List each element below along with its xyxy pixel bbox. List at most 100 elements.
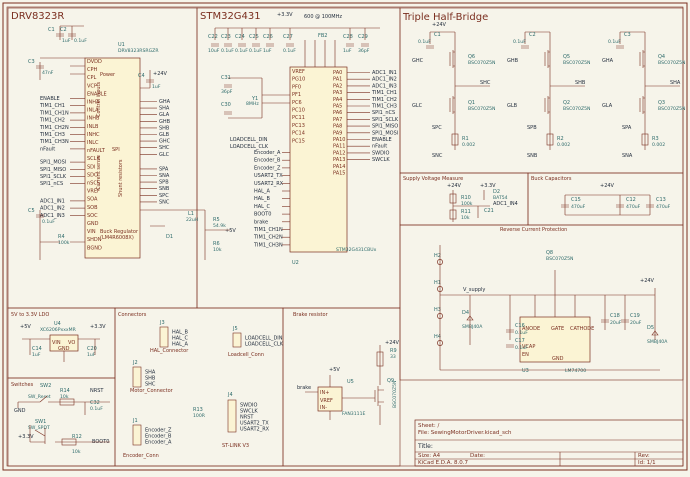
bridge-low-fet-val-0: BSC070Z5N [468, 106, 495, 112]
tb-tool: KiCad E.D.A. 8.0.7 [418, 460, 468, 466]
supply-r10: R10 [461, 195, 471, 201]
buck-cap-1 [616, 204, 624, 208]
rev-pin-gate: GATE [551, 326, 564, 332]
drv-buck-val: (LM4R6008X) [100, 235, 134, 241]
connectors-block: HAL_Connector J3 Loadcell_Conn J5 Motor_… [123, 320, 284, 459]
rev-pin-cathode: CATHODE [570, 326, 594, 332]
stm-cap-1 [224, 43, 232, 47]
drv-cap-ref-3: C4 [138, 73, 145, 79]
stm-left-net-18: BOOT0 [254, 212, 271, 218]
rev-cap-val-1: 0.1uF [515, 345, 528, 351]
drv-output-3: GHB [159, 119, 171, 125]
title-ldo: 5V to 3.3V LDO [11, 312, 49, 318]
stm-left-net-10: Encoder_A [254, 150, 281, 156]
half-bridge-block: +24V C10.1uFQ6BSC070Z5NGHCQ1BSC070Z5NGLC… [412, 22, 685, 159]
drv-pin-5: INHA [87, 100, 100, 106]
bridge-high-fet-val-2: BSC070Z5N [658, 60, 685, 66]
brake-r9: R9 [390, 348, 397, 354]
drv-l1-val: 22uH [186, 217, 198, 223]
rev-ic-ref: U3 [522, 368, 529, 374]
stm-right-net-8: SPI1_MISO [372, 124, 398, 130]
tb-size: Size: A4 [418, 453, 441, 459]
stm-pin-4: PA4 [333, 97, 342, 103]
bridge-low-fet-ref-1: Q2 [563, 100, 570, 106]
drv-cap-val-0: 1uF [62, 38, 71, 44]
c32-val: 0.1uF [90, 406, 103, 412]
supply-d2: D2 [493, 189, 500, 195]
bridge-sn-2: SNA [622, 153, 633, 159]
drv8323-ref: U1 [118, 42, 125, 48]
stm32-supply: +3.3V [277, 12, 293, 18]
stm-cap-ref-9: C30 [221, 102, 231, 108]
tb-id: Id: 1/1 [638, 460, 656, 466]
drv-fivev: +5V [225, 228, 236, 234]
bridge-shunt-ref-2: R3 [652, 136, 659, 142]
ldo-block: U4 XC6206PxxxMR VIN VO GND +5V +3.3V C14… [20, 321, 106, 362]
drv-pin-7: INHB [87, 116, 100, 122]
rev-vplus: +24V [640, 278, 655, 284]
stm-cap-ref-1: C23 [221, 34, 231, 40]
stm-right-net-3: TIM1_CH1 [371, 90, 397, 96]
bridge-sp-1: SPB [527, 125, 537, 131]
conn-encoder-net-1: Encoder_B [145, 434, 172, 440]
drv8323-ic-body [84, 57, 141, 259]
bridge-low-fet-2 [639, 96, 645, 114]
drv-d1: D1 [166, 234, 173, 240]
stm-cap-val-7: 36pF [358, 48, 370, 54]
title-stm: STM32G431 [200, 11, 261, 22]
brake-pin-inp: IN+ [320, 390, 329, 396]
stm-cap-ref-6: C28 [343, 34, 353, 40]
drv-pin-2: CPL [87, 75, 97, 81]
stm-left-net-16: HAL_B [254, 196, 270, 202]
r12-val: 10k [72, 449, 81, 455]
stm-pin-14: PA14 [333, 164, 345, 170]
bridge-gate-hi-2: GHA [602, 58, 614, 64]
stm-cap-ref-4: C26 [263, 34, 273, 40]
frame-brake [282, 307, 401, 467]
rev-diode-val-1: SMBJ40A [647, 339, 668, 345]
stm-pin-0: PA0 [333, 70, 342, 76]
stm32-osc: 600 @ 100MHz [304, 14, 342, 20]
stm-left-net-1: PG10 [292, 77, 305, 83]
supply-measure-block: +24V +3.3V R10 100k R11 10k D2 BAT54 C21… [447, 183, 518, 222]
ldo-c14-val: 1uF [32, 352, 41, 358]
drv-cap-val-2: 47nF [42, 70, 54, 76]
drv-pin-0: DVDD [87, 59, 102, 65]
stm-left-net-11: Encoder_B [254, 158, 281, 164]
stm-pin-8: PA8 [333, 124, 342, 130]
stm-right-net-10: ENABLE [372, 137, 392, 143]
drv-input-2: TIM1_CH1N [39, 110, 69, 116]
stm-pin-1: PA1 [333, 77, 342, 83]
rev-header-ref-3: H4 [434, 334, 441, 340]
ldo-wires [22, 338, 100, 362]
stm-cap-ref-2: C24 [235, 34, 245, 40]
title-switches: Switches [11, 382, 34, 388]
brake-driver-body [317, 386, 343, 412]
section-frames [7, 7, 684, 467]
rev-cap-val-2: 20uF [610, 320, 622, 326]
drv-pin-21: VIN [87, 229, 96, 235]
stm-right-net-11: nFault [372, 144, 387, 150]
bridge-shunt-ref-0: R1 [462, 136, 469, 142]
stm-cap-3 [252, 43, 260, 47]
brake-pin-inm: IN- [320, 405, 327, 411]
c32-ref: C32 [90, 400, 100, 406]
drv8323-block: U1 DRV8323RSRGZR Power Control inputs SP… [28, 25, 236, 260]
drv-output-5: GLB [159, 132, 170, 138]
drv-r4-val: 100k [58, 240, 70, 246]
drv-cap-ref-2: C3 [28, 59, 35, 65]
bridge-shunt-val-2: 0.002 [652, 142, 665, 148]
brake-value: FAN3111E [342, 411, 365, 417]
conn-motor-net-1: SHB [145, 376, 156, 382]
bridge-low-fet-ref-2: Q3 [658, 100, 665, 106]
stm-cap-val-5: 0.1uF [283, 48, 296, 54]
drv-pin-9: INHC [87, 132, 100, 138]
stm-cap-2 [238, 43, 246, 47]
r14-val: 10k [60, 394, 69, 400]
stm-ldo-din: LOADCELL_DIN [230, 137, 268, 143]
drv-l1: L1 [188, 211, 194, 217]
buck-cap-val-0: 470uF [571, 204, 586, 210]
rev-cap-val-3: 20uF [630, 320, 642, 326]
